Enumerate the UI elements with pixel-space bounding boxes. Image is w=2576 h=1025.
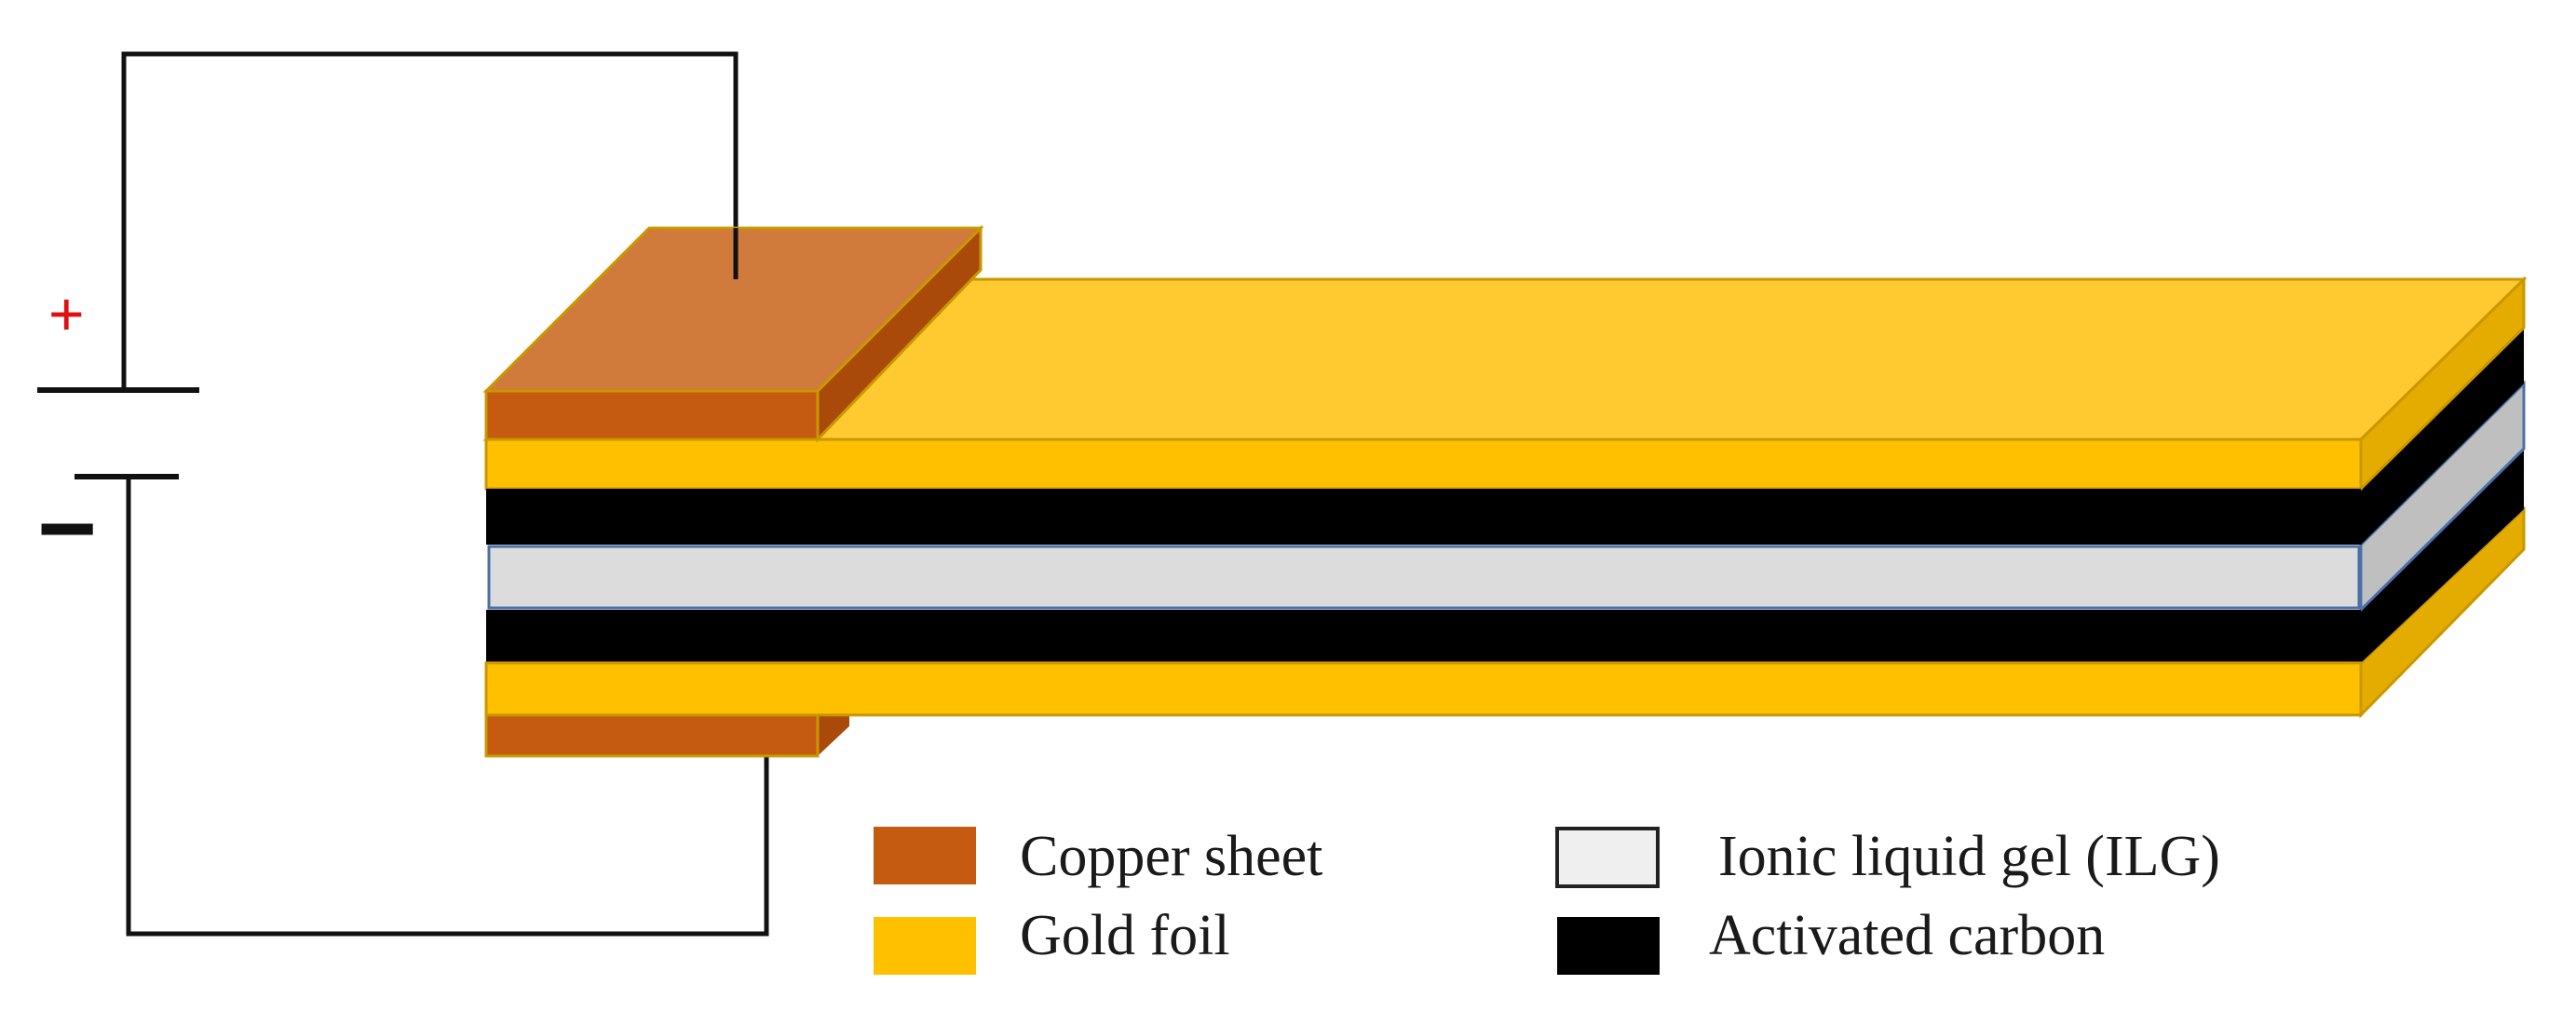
legend-item-carbon: Activated carbon [1557,904,2105,975]
legend-item-gold: Gold foil [874,904,1230,975]
legend: Copper sheet Gold foil Ionic liquid gel … [874,825,2220,975]
legend-swatch-gold [874,917,976,975]
battery-symbol: + − [37,279,199,586]
bottom-copper-front [484,713,820,758]
top-copper-front [484,389,820,441]
legend-swatch-ilg [1555,827,1660,888]
bottom-gold-front [484,661,2363,717]
positive-sign: + [48,279,85,348]
legend-label-copper: Copper sheet [1020,825,1322,888]
ilg-side [2359,380,2526,614]
legend-label-ilg: Ionic liquid gel (ILG) [1718,825,2220,888]
bottom-carbon-front [486,610,2361,663]
ilg-front [487,545,2361,610]
bottom-wire [126,477,769,937]
legend-item-ilg: Ionic liquid gel (ILG) [1555,825,2220,888]
top-gold-front [484,438,2363,491]
legend-swatch-carbon [1557,917,1660,975]
top-wire [121,51,739,390]
legend-swatch-copper [874,827,976,884]
supercapacitor-stack [482,224,2528,758]
legend-label-gold: Gold foil [1020,904,1230,967]
top-carbon-side [2361,328,2524,545]
legend-item-copper: Copper sheet [874,825,1322,888]
legend-label-carbon: Activated carbon [1709,904,2105,967]
bottom-carbon-side [2361,449,2524,663]
top-carbon-front [486,489,2361,545]
negative-sign: − [37,471,97,586]
circuit-wires [121,51,769,937]
